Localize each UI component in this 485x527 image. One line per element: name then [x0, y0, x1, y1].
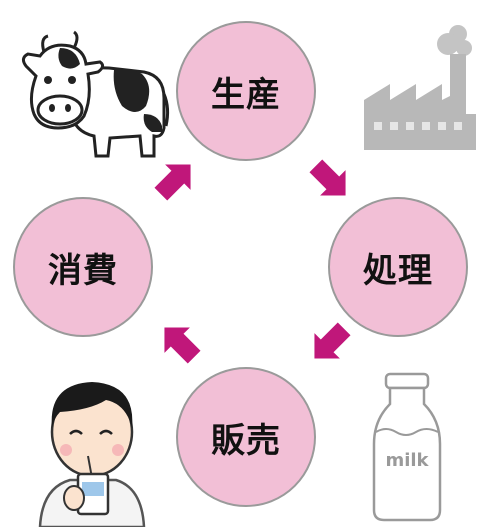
- factory-illustration: [364, 25, 476, 150]
- stage-consumption-label: 消費: [48, 250, 118, 291]
- stage-production-label: 生産: [211, 74, 281, 115]
- stage-consumption: 消費: [13, 197, 153, 337]
- stage-production: 生産: [176, 21, 316, 161]
- arrow-processing-to-sales: [314, 322, 351, 359]
- arrow-production-to-processing: [309, 159, 346, 196]
- stage-sales-label: 販売: [211, 420, 281, 461]
- stage-processing-label: 処理: [363, 250, 433, 291]
- milk-label: milk: [385, 450, 429, 471]
- milk-bottle-illustration: milk: [372, 372, 442, 522]
- stage-sales: 販売: [176, 367, 316, 507]
- cow-illustration: [21, 30, 170, 158]
- child-drinking-illustration: [38, 382, 146, 527]
- arrow-sales-to-consumption: [164, 327, 201, 364]
- stage-processing: 処理: [328, 197, 468, 337]
- arrow-consumption-to-production: [154, 164, 191, 201]
